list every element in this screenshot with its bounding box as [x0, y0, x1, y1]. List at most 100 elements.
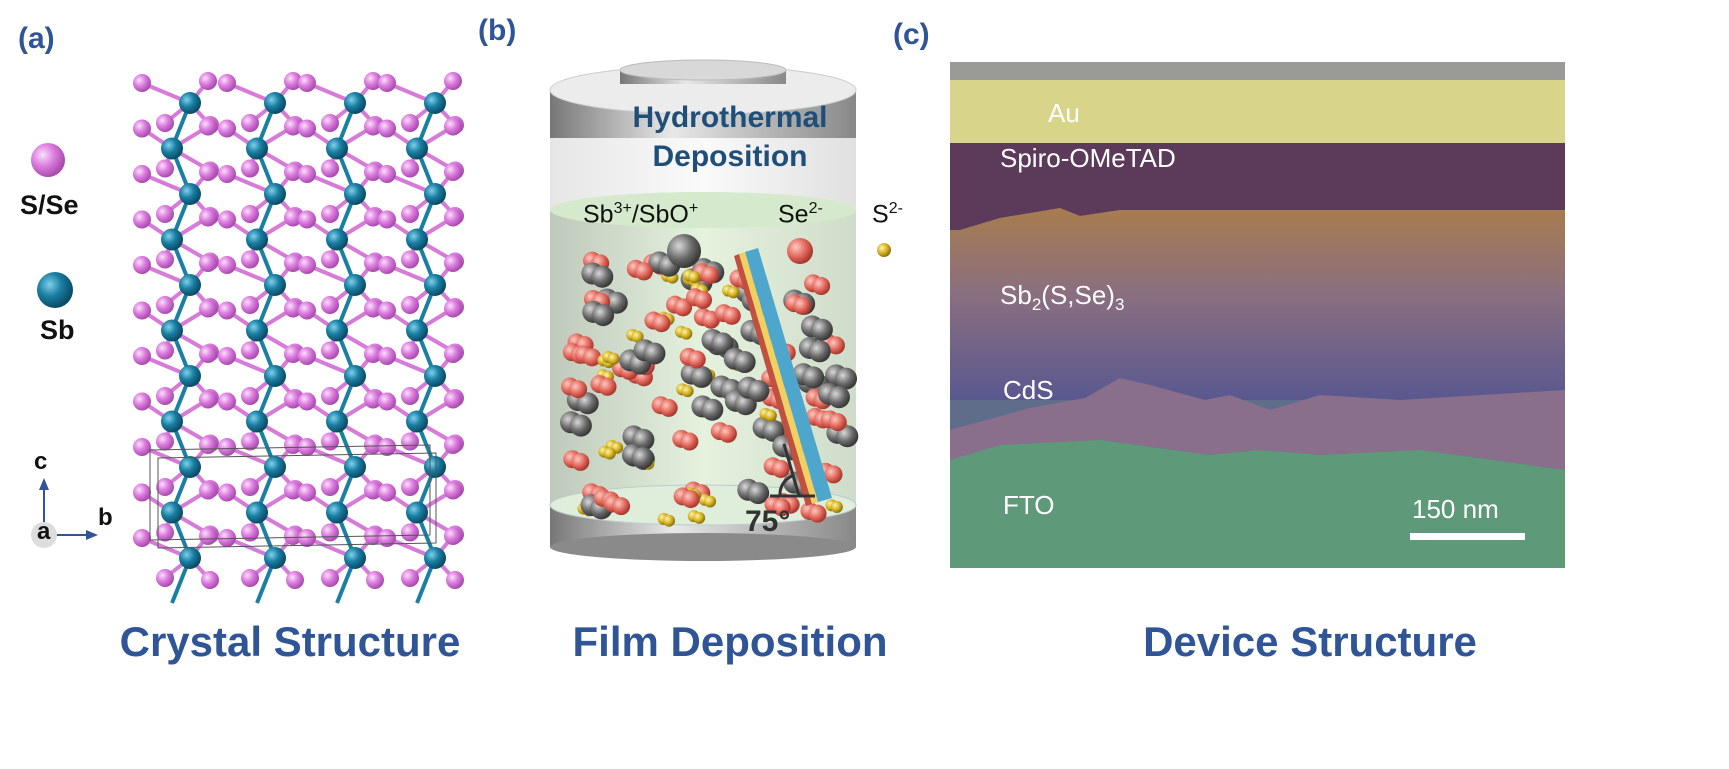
- s-se-atom: [321, 523, 339, 542]
- sb-atom: [406, 137, 428, 160]
- se-ion-pair: [666, 295, 693, 317]
- s-se-atom: [298, 347, 316, 365]
- se-ion-pair: [764, 495, 791, 517]
- se-ion-pair: [820, 410, 847, 432]
- s-se-atom: [298, 165, 316, 183]
- se-ion-label: Se2-: [778, 200, 823, 229]
- s-se-atom: [284, 163, 302, 181]
- s-se-atom: [218, 301, 236, 320]
- s-se-atom: [286, 571, 304, 589]
- s-se-atom: [378, 256, 396, 274]
- s-se-atom: [364, 163, 382, 181]
- se-ion-pair: [651, 396, 678, 417]
- s-se-atom: [241, 114, 259, 132]
- s-se-atom: [241, 569, 259, 587]
- s-se-atom: [321, 432, 339, 451]
- s-se-atom: [133, 210, 151, 229]
- s-se-atom: [364, 72, 382, 90]
- sb-ion-pair: [621, 443, 654, 470]
- s-se-atom: [199, 208, 217, 227]
- s-se-atom: [284, 299, 302, 318]
- sb-ion-pair: [792, 363, 825, 389]
- sb-atom: [179, 274, 201, 296]
- s-se-atom: [199, 254, 217, 272]
- s-se-atom: [133, 483, 151, 502]
- sb-atom: [326, 501, 348, 524]
- s-se-atom: [298, 301, 316, 320]
- sb-atom: [406, 228, 428, 251]
- axis-a-label: a: [37, 518, 51, 545]
- s-se-atom: [241, 159, 259, 178]
- sb-atom: [161, 137, 183, 160]
- se-ion-pair: [563, 450, 590, 471]
- s-se-atom: [378, 438, 396, 456]
- hydrothermal-heading-line1: Hydrothermal: [632, 101, 828, 134]
- se-ion-pair: [644, 311, 671, 333]
- se-ion-pair: [672, 429, 699, 451]
- s-se-atom: [378, 210, 396, 229]
- se-ion-pair: [714, 304, 741, 325]
- sb-atom: [264, 183, 286, 205]
- s-se-atom: [218, 483, 236, 502]
- s-se-atom: [401, 250, 419, 269]
- s-se-atom: [156, 296, 174, 314]
- se-ion-pair: [804, 274, 831, 296]
- sb-atom: [406, 410, 428, 433]
- cds-layer-label: CdS: [1003, 375, 1054, 405]
- s-se-atom: [401, 478, 419, 496]
- s-se-atom: [401, 341, 419, 360]
- sb-atom: [344, 274, 366, 296]
- s-se-atom: [444, 208, 462, 227]
- s-se-atom: [156, 387, 174, 405]
- sb-atom: [179, 456, 201, 478]
- s-se-atom: [321, 569, 339, 587]
- sb-atom: [246, 319, 268, 342]
- sb-ion-pair: [701, 329, 734, 355]
- s-se-atom: [284, 527, 302, 545]
- s-ion-charge: 2-: [888, 200, 903, 217]
- s-se-atom: [156, 341, 174, 360]
- s-se-atom: [218, 347, 236, 365]
- absorber-sub-3: 3: [1114, 295, 1125, 315]
- s-se-atom: [133, 119, 151, 138]
- s-se-atom: [378, 483, 396, 502]
- s-se-atom: [444, 436, 462, 454]
- s-se-atom: [321, 114, 339, 132]
- s-se-atom: [444, 345, 462, 363]
- sb-atom: [179, 92, 201, 114]
- s-se-atom: [298, 529, 316, 547]
- s-ion-pair: [722, 284, 740, 299]
- sb-atom: [246, 501, 268, 524]
- absorber-s-se: (S,Se): [1041, 280, 1115, 310]
- s-se-atom: [241, 387, 259, 405]
- s-se-atom: [321, 478, 339, 496]
- s-ion-label: S2-: [872, 200, 903, 229]
- s-se-atom: [298, 256, 316, 274]
- se-ion-pair: [710, 422, 737, 443]
- se-ion-pair: [604, 494, 631, 516]
- sb-legend-atom: [37, 272, 73, 308]
- s-se-atom: [378, 529, 396, 547]
- panel-b-label: (b): [478, 14, 517, 47]
- s-se-atom: [446, 571, 464, 589]
- s-se-atom: [401, 569, 419, 587]
- s-se-atom: [378, 165, 396, 183]
- s-se-atom: [298, 483, 316, 502]
- sb-atom: [344, 365, 366, 387]
- s-se-atom: [444, 163, 462, 181]
- s-se-atom: [284, 436, 302, 454]
- s-ion-pair: [682, 269, 701, 284]
- s-ion-pair: [598, 445, 616, 460]
- s-ion-pair: [602, 351, 620, 365]
- s-se-atom: [218, 74, 236, 92]
- film-deposition-title: Film Deposition: [572, 618, 888, 665]
- sb-atom: [344, 456, 366, 478]
- sb-ion-pair: [825, 364, 858, 390]
- s-se-atom: [199, 299, 217, 318]
- axis-indicator: [31, 478, 98, 548]
- s-se-atom: [321, 250, 339, 269]
- s-se-atom: [218, 119, 236, 138]
- s-se-atom: [378, 392, 396, 411]
- s-se-atom: [199, 72, 217, 90]
- sb-atom: [344, 547, 366, 569]
